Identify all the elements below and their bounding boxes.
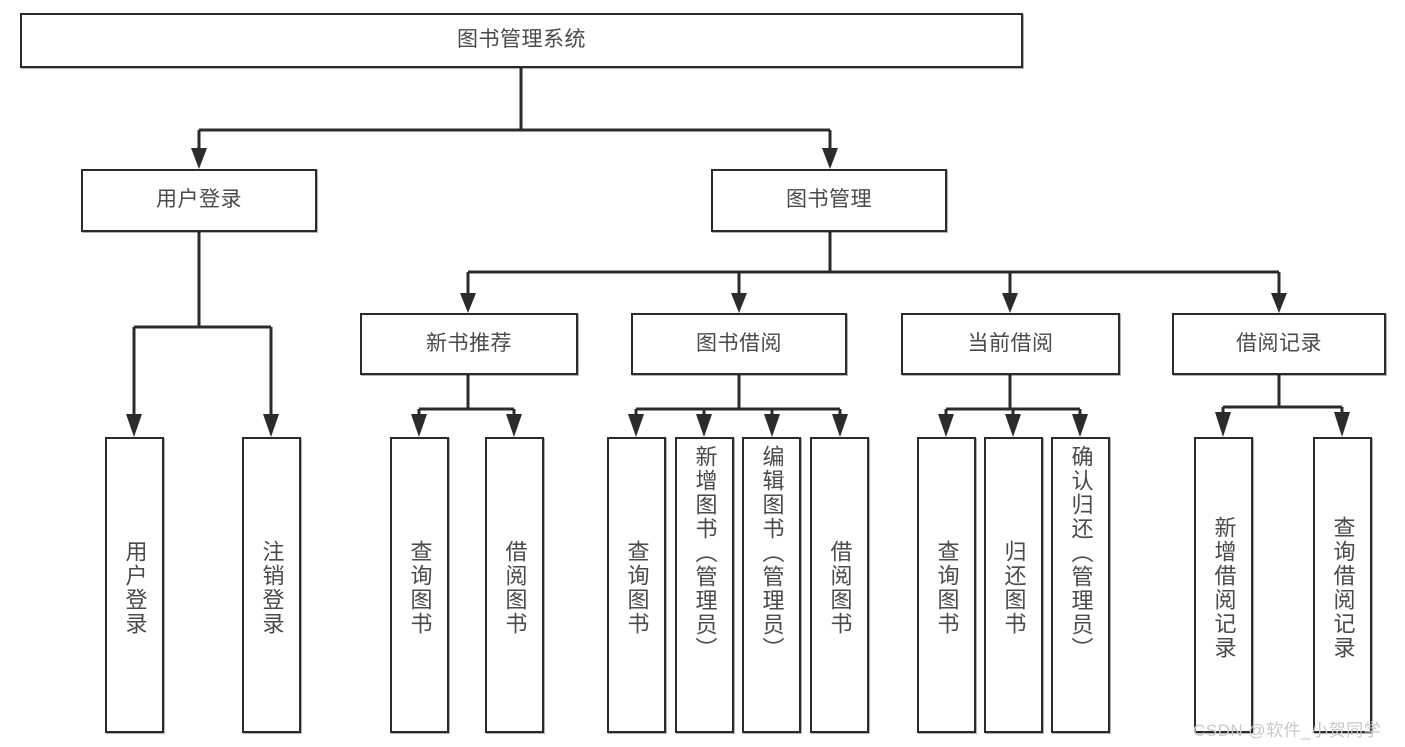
node-leaf-query-book-recommend-label: 查询图书 bbox=[407, 540, 433, 636]
node-leaf-query-book[interactable]: 查询图书 bbox=[607, 437, 666, 733]
arrow-to-book-mgmt bbox=[822, 148, 838, 169]
node-borrow-records-label: 借阅记录 bbox=[1236, 331, 1322, 355]
arrow-to-leaf-records-1 bbox=[1215, 412, 1231, 437]
arrow-to-leaf-current-1 bbox=[938, 414, 954, 437]
arrow-to-leaf-current-2 bbox=[1005, 414, 1021, 437]
arrow-to-leaf-user-login-1 bbox=[126, 414, 142, 437]
node-borrow-records[interactable]: 借阅记录 bbox=[1172, 313, 1386, 375]
node-leaf-edit-book-label: 编辑图书（管理员） bbox=[759, 445, 785, 661]
node-leaf-add-book-label: 新增图书（管理员） bbox=[692, 445, 718, 661]
arrow-to-current bbox=[1002, 293, 1018, 313]
arrow-to-leaf-borrow-4 bbox=[832, 414, 848, 437]
node-leaf-logout-label: 注销登录 bbox=[259, 540, 285, 636]
node-leaf-return-book[interactable]: 归还图书 bbox=[984, 437, 1043, 733]
node-leaf-add-borrow-record-label: 新增借阅记录 bbox=[1211, 516, 1237, 660]
arrow-to-records bbox=[1271, 293, 1287, 313]
node-leaf-query-book-current[interactable]: 查询图书 bbox=[917, 437, 976, 733]
node-leaf-logout[interactable]: 注销登录 bbox=[242, 437, 301, 733]
node-new-book-recommend-label: 新书推荐 bbox=[426, 331, 512, 355]
arrow-to-new-book bbox=[460, 293, 476, 313]
node-leaf-return-book-label: 归还图书 bbox=[1001, 540, 1027, 636]
node-leaf-query-book-label: 查询图书 bbox=[624, 540, 650, 636]
node-leaf-borrow-book[interactable]: 借阅图书 bbox=[810, 437, 869, 733]
arrow-to-leaf-new-book-2 bbox=[506, 414, 522, 437]
arrow-to-leaf-borrow-1 bbox=[628, 414, 644, 437]
arrow-to-user-login bbox=[191, 148, 207, 169]
node-root-label: 图书管理系统 bbox=[457, 28, 586, 52]
arrow-to-leaf-borrow-2 bbox=[696, 414, 712, 437]
node-leaf-edit-book[interactable]: 编辑图书（管理员） bbox=[742, 437, 801, 733]
node-current-borrow[interactable]: 当前借阅 bbox=[901, 313, 1120, 375]
arrow-to-borrow bbox=[731, 293, 747, 313]
node-leaf-confirm-return-label: 确认归还（管理员） bbox=[1068, 445, 1094, 661]
node-book-management-label: 图书管理 bbox=[786, 188, 872, 212]
node-book-borrow-label: 图书借阅 bbox=[696, 331, 782, 355]
node-leaf-borrow-book-recommend-label: 借阅图书 bbox=[502, 540, 528, 636]
node-current-borrow-label: 当前借阅 bbox=[967, 331, 1054, 355]
node-leaf-borrow-book-recommend[interactable]: 借阅图书 bbox=[485, 437, 544, 733]
node-book-borrow[interactable]: 图书借阅 bbox=[631, 313, 847, 375]
node-leaf-query-borrow-record-label: 查询借阅记录 bbox=[1330, 516, 1356, 660]
node-leaf-query-book-recommend[interactable]: 查询图书 bbox=[390, 437, 449, 733]
node-user-login[interactable]: 用户登录 bbox=[81, 169, 317, 232]
node-leaf-add-borrow-record[interactable]: 新增借阅记录 bbox=[1194, 437, 1253, 733]
node-leaf-query-book-current-label: 查询图书 bbox=[934, 540, 960, 636]
arrowhead-group bbox=[126, 148, 1350, 437]
arrow-to-leaf-records-2 bbox=[1334, 412, 1350, 437]
node-leaf-user-login[interactable]: 用户登录 bbox=[105, 437, 164, 733]
arrow-to-leaf-borrow-3 bbox=[764, 414, 780, 437]
node-user-login-label: 用户登录 bbox=[156, 188, 242, 212]
arrow-to-leaf-user-login-2 bbox=[263, 414, 279, 437]
arrow-to-leaf-new-book-1 bbox=[411, 414, 427, 437]
node-leaf-add-book[interactable]: 新增图书（管理员） bbox=[675, 437, 734, 733]
node-book-management[interactable]: 图书管理 bbox=[711, 169, 947, 232]
node-leaf-user-login-label: 用户登录 bbox=[122, 540, 148, 636]
node-root[interactable]: 图书管理系统 bbox=[20, 13, 1023, 68]
node-new-book-recommend[interactable]: 新书推荐 bbox=[360, 313, 578, 375]
node-leaf-confirm-return[interactable]: 确认归还（管理员） bbox=[1051, 437, 1110, 733]
arrow-to-leaf-current-3 bbox=[1072, 414, 1088, 437]
node-leaf-query-borrow-record[interactable]: 查询借阅记录 bbox=[1313, 437, 1372, 733]
node-leaf-borrow-book-label: 借阅图书 bbox=[827, 540, 853, 636]
